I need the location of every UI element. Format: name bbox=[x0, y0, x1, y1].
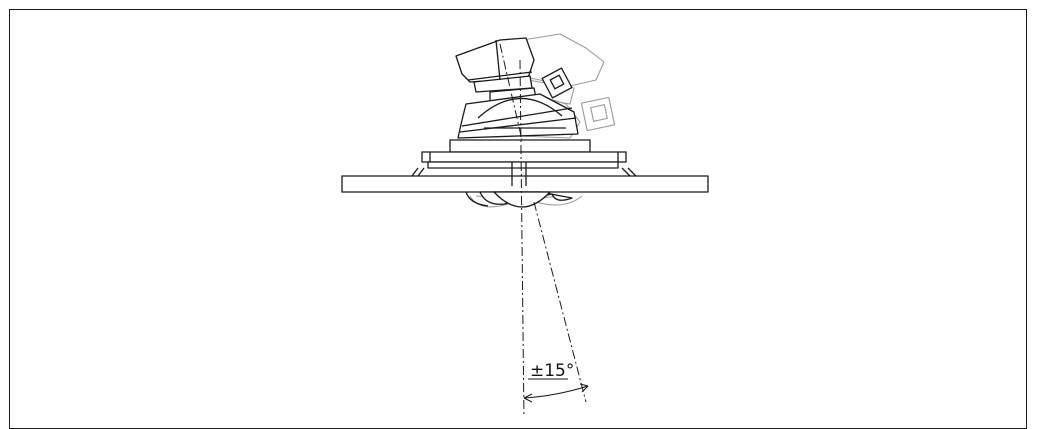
technical-drawing: .ln { fill: none; stroke: #1a1a1a; strok… bbox=[341, 33, 709, 414]
side-fitting bbox=[541, 67, 573, 99]
device-head bbox=[455, 37, 537, 103]
tilt-angle-label: ±15° bbox=[530, 361, 574, 381]
angle-dimension bbox=[523, 378, 589, 403]
alignment-joint bbox=[457, 93, 579, 139]
mounting-flange bbox=[411, 139, 637, 177]
center-axes bbox=[499, 43, 587, 414]
